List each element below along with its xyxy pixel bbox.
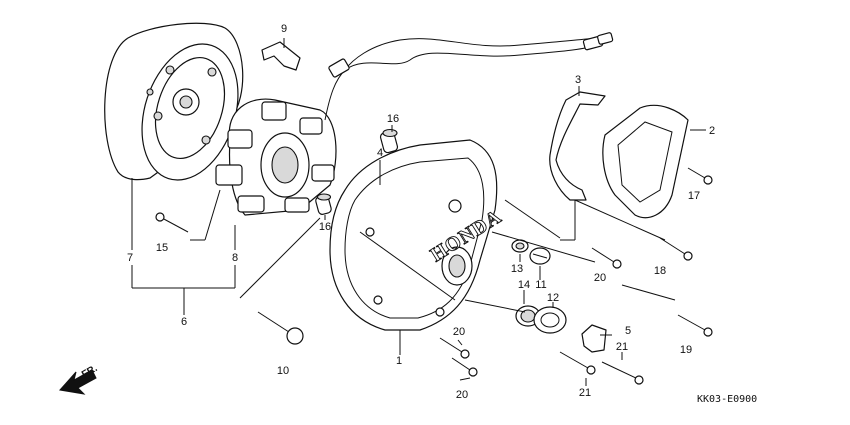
label-part-20-lower: 20 [456,389,468,401]
label-part-12: 12 [547,292,559,304]
label-part-6: 6 [181,316,187,328]
label-part-20-upper: 20 [594,272,606,284]
leader-lines [131,38,706,386]
label-part-9: 9 [281,23,287,35]
label-part-16-lower: 16 [319,221,331,233]
label-part-21-right: 21 [616,341,628,353]
label-part-13: 13 [511,263,523,275]
bolt-18 [659,237,693,261]
label-part-1: 1 [396,355,402,367]
label-part-10: 10 [277,365,289,377]
front-direction-arrow: FR. [59,363,100,395]
sprocket-cover [602,104,689,219]
wire-clip [261,41,301,71]
bolt-17 [687,167,713,185]
label-part-11: 11 [535,279,546,291]
label-part-16-upper: 16 [387,113,399,125]
bolt-20-upper [591,247,622,269]
label-part-15: 15 [156,242,168,254]
crankshaft-hole-cap [533,306,567,334]
label-part-4: 4 [377,147,383,159]
callout-labels: 1 2 3 4 5 6 7 8 9 10 11 12 13 14 15 16 1… [127,23,715,401]
label-part-19: 19 [680,344,692,356]
dowel-pin-lower [315,193,332,215]
label-part-14: 14 [518,279,530,291]
crankcase-cover: HONDA [329,139,506,331]
label-part-20-middle: 20 [453,326,465,338]
label-part-5: 5 [625,325,631,337]
bolt-21-left [559,351,596,375]
label-part-3: 3 [575,74,581,86]
dowel-pin-upper [379,128,399,154]
bolt-19 [677,314,713,337]
label-part-18: 18 [654,265,666,277]
flywheel [104,22,244,181]
label-part-21-left: 21 [579,387,591,399]
label-part-2: 2 [709,125,715,137]
bolt-20-middle [439,337,470,359]
label-part-7: 7 [127,252,133,264]
wiring-harness [324,32,614,121]
label-part-17: 17 [688,190,700,202]
clamp [581,324,607,353]
diagram-code: KK03-E0900 [697,394,757,405]
bolt-20-lower [451,357,478,377]
guide-bracket [549,91,606,201]
arrow-icon [59,369,97,395]
stator [215,98,337,216]
direction-label: FR. [80,363,100,381]
label-part-8: 8 [232,252,238,264]
bolt-15 [155,212,189,233]
bolt-10 [257,311,304,345]
oring-small [511,239,529,253]
timing-hole-cap [529,247,551,265]
bolt-21-right [601,361,644,385]
